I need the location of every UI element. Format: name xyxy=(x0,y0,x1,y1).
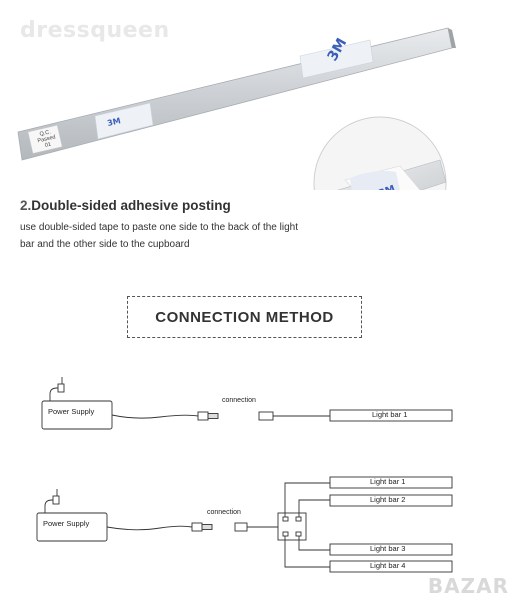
splitter-wire xyxy=(298,536,330,551)
dc-plug-male-2 xyxy=(191,522,213,532)
power-supply-label-2: Power Supply xyxy=(43,519,90,528)
watermark-text: dressqueen xyxy=(20,18,170,43)
svg-text:3M: 3M xyxy=(106,116,121,128)
splitter-wire xyxy=(298,499,330,517)
light-bar-label: Light bar 4 xyxy=(370,561,406,570)
dc-jack-female-1 xyxy=(258,411,330,421)
light-bar-label: Light bar 1 xyxy=(372,410,408,419)
dc-jack-female-2 xyxy=(234,522,278,532)
watermark-logo: BAZAR xyxy=(427,574,509,598)
power-supply-box-2 xyxy=(36,489,108,542)
splitter-hub xyxy=(277,512,307,541)
splitter-wire xyxy=(284,482,330,517)
splitter-wire xyxy=(284,536,330,568)
light-bar-label: Light bar 3 xyxy=(370,544,406,553)
power-supply-label-1: Power Supply xyxy=(48,407,95,416)
tape-piece xyxy=(94,102,154,140)
section-description: use double-sided tape to paste one side … xyxy=(20,222,298,250)
cable-1 xyxy=(111,414,199,419)
light-bar-2 xyxy=(329,494,453,507)
connection-label-2: connection xyxy=(207,509,241,516)
wiring-diagram xyxy=(36,377,453,573)
light-bar-1 xyxy=(329,409,453,422)
magnified-detail: 3M xyxy=(313,116,447,190)
svg-text:3M: 3M xyxy=(377,184,397,190)
qc-sticker xyxy=(27,124,63,154)
light-bar-photo: 3M 3M 3M xyxy=(17,27,456,190)
tape-piece xyxy=(299,39,374,79)
cable-2 xyxy=(106,525,193,531)
section-heading: 2.Double-sided adhesive posting xyxy=(20,198,231,213)
light-bar-1 xyxy=(329,476,453,489)
power-supply-box-1 xyxy=(41,377,113,430)
section-number: 2. xyxy=(20,198,32,213)
light-bar-label: Light bar 2 xyxy=(370,495,406,504)
light-bar-4 xyxy=(329,560,453,573)
connection-method-title: CONNECTION METHOD xyxy=(127,296,362,338)
connection-label-1: connection xyxy=(222,397,256,404)
light-bar-label: Light bar 1 xyxy=(370,477,406,486)
light-bar-3 xyxy=(329,543,453,556)
section-title: Double-sided adhesive posting xyxy=(31,198,231,213)
dc-plug-male-1 xyxy=(197,411,219,421)
